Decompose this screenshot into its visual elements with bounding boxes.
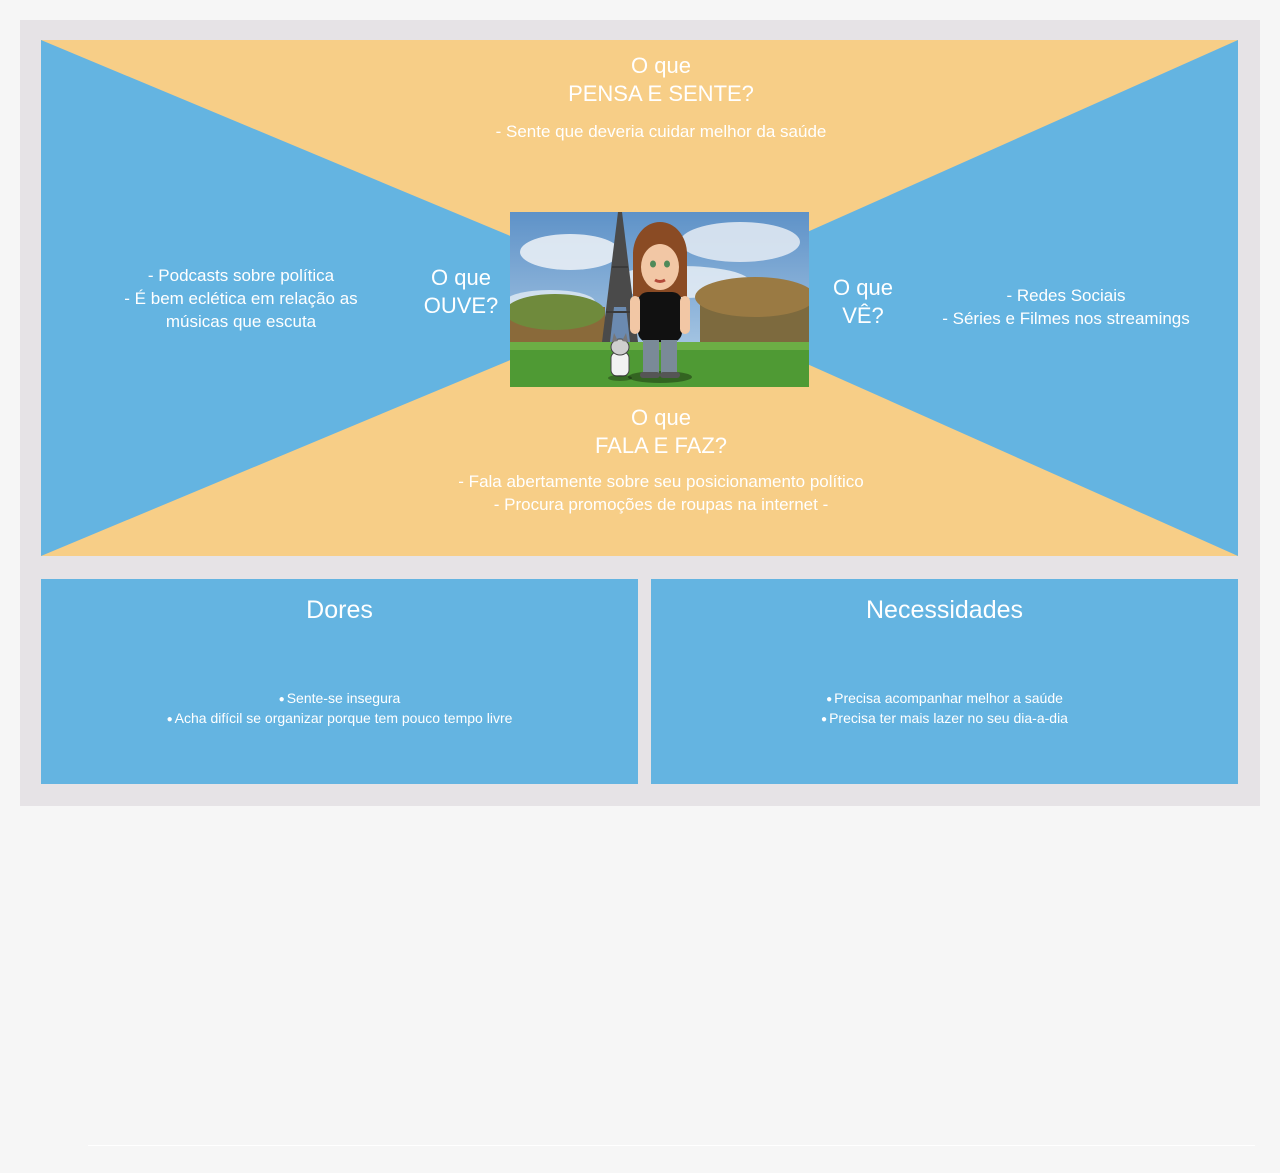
ve-heading-line-2: VÊ? [842,303,884,328]
quadrant-ve-triangle [659,40,1238,556]
ouve-heading-line-1: O que [431,265,491,290]
dores-title: Dores [306,596,373,624]
quadrant-ouve-triangle [41,40,659,556]
pensa-sente-content: - Sente que deveria cuidar melhor da saú… [401,120,921,143]
ouve-item: músicas que escuta [165,312,317,331]
bullet-icon: ● [821,714,828,725]
dores-item: ●Sente-se insegura [41,689,638,709]
ve-heading: O que VÊ? [821,274,905,330]
necessidades-item: ●Precisa acompanhar melhor a saúde [651,689,1238,709]
fala-faz-heading-line-2: FALA E FAZ? [594,433,728,458]
bullet-icon: ● [278,694,285,705]
persona-illustration [510,212,809,387]
empathy-map-background [41,40,1238,556]
fala-faz-item: - Fala abertamente sobre seu posicioname… [458,472,864,491]
necessidades-item-text: Precisa acompanhar melhor a saúde [834,690,1063,706]
ve-item: - Séries e Filmes nos streamings [942,309,1190,328]
dores-list: ●Sente-se insegura ●Acha difícil se orga… [41,689,638,729]
bullet-icon: ● [166,714,173,725]
ouve-item: - Podcasts sobre política [147,266,335,285]
pensa-sente-heading: O que PENSA E SENTE? [461,52,861,108]
dores-panel: Dores ●Sente-se insegura ●Acha difícil s… [41,579,638,784]
ve-content: - Redes Sociais - Séries e Filmes nos st… [921,284,1211,330]
ouve-heading: O que OUVE? [411,264,511,320]
necessidades-title: Necessidades [865,596,1024,624]
bullet-icon: ● [826,694,833,705]
persona-image [510,212,809,387]
ouve-item: - É bem eclética em relação as [124,289,358,308]
fala-faz-heading: O que FALA E FAZ? [461,404,861,460]
empathy-map: O que PENSA E SENTE? - Sente que deveria… [41,40,1238,556]
ve-heading-line-1: O que [833,275,893,300]
necessidades-list: ●Precisa acompanhar melhor a saúde ●Prec… [651,689,1238,729]
dores-item-text: Acha difícil se organizar porque tem pou… [174,710,513,726]
pensa-sente-heading-line-1: O que [631,53,691,78]
fala-faz-heading-line-1: O que [631,405,691,430]
necessidades-panel: Necessidades ●Precisa acompanhar melhor … [651,579,1238,784]
fala-faz-item: - Procura promoções de roupas na interne… [493,495,829,514]
necessidades-item: ●Precisa ter mais lazer no seu dia-a-dia [651,709,1238,729]
ouve-content: - Podcasts sobre política - É bem ecléti… [81,264,401,333]
empathy-map-board: O que PENSA E SENTE? - Sente que deveria… [20,20,1260,806]
fala-faz-content: - Fala abertamente sobre seu posicioname… [361,470,961,516]
ouve-heading-line-2: OUVE? [423,293,499,318]
dores-item: ●Acha difícil se organizar porque tem po… [41,709,638,729]
ve-item: - Redes Sociais [1006,286,1126,305]
pensa-sente-item: - Sente que deveria cuidar melhor da saú… [495,122,827,141]
footer-divider [88,1145,1255,1146]
dores-item-text: Sente-se insegura [286,690,401,706]
pensa-sente-heading-line-2: PENSA E SENTE? [568,81,754,106]
necessidades-item-text: Precisa ter mais lazer no seu dia-a-dia [829,710,1068,726]
